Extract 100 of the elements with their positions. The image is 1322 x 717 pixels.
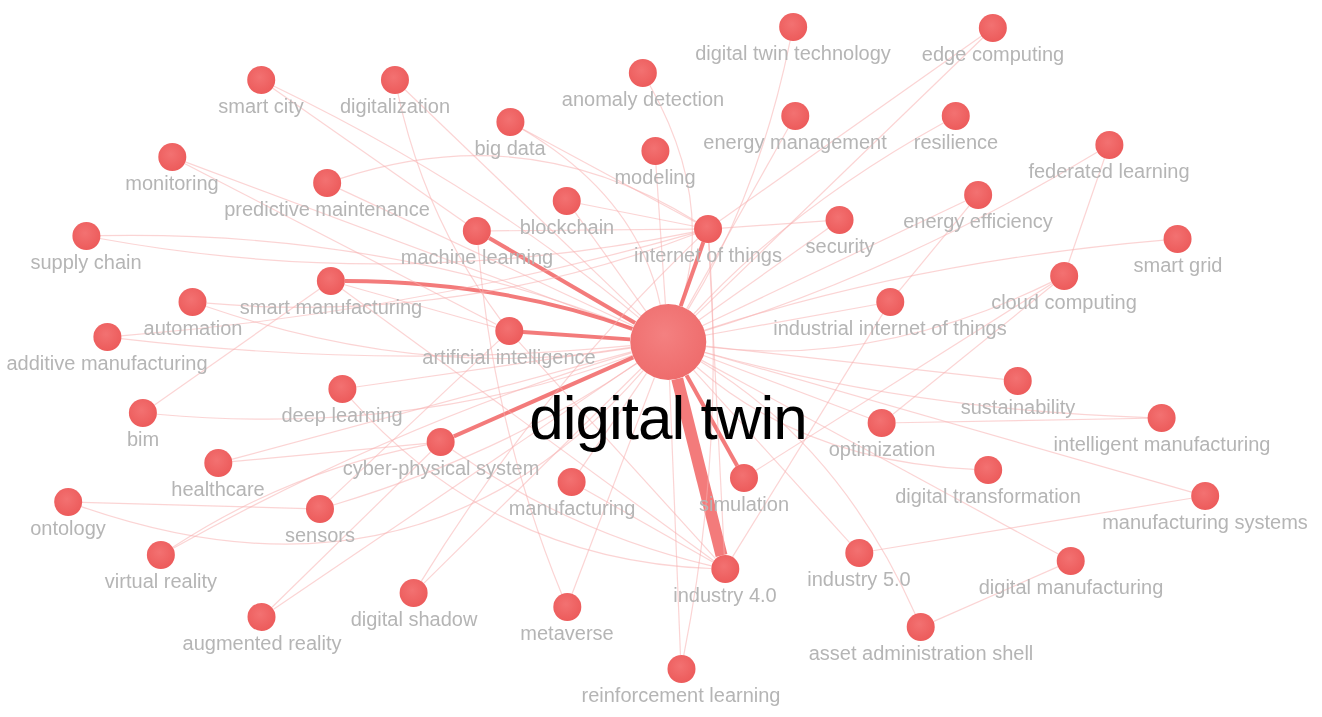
link-line: [153, 288, 321, 406]
keyword-label: ontology: [30, 517, 106, 539]
link-line: [718, 35, 983, 222]
link-line: [700, 360, 916, 615]
link-line: [420, 238, 699, 582]
link-line: [687, 40, 791, 311]
keyword-label: predictive maintenance: [224, 198, 430, 220]
keyword-node: [807, 539, 911, 590]
keyword-node: [350, 579, 478, 630]
keyword-node: [978, 547, 1164, 598]
keyword-node: [1102, 482, 1308, 533]
link-line: [329, 340, 500, 500]
keyword-label: deep learning: [281, 404, 403, 426]
keyword-label: monitoring: [125, 172, 219, 194]
keyword-label: resilience: [913, 131, 999, 153]
link-line: [580, 203, 695, 227]
keyword-label: digital manufacturing: [978, 576, 1164, 598]
keyword-label: digital transformation: [895, 485, 1081, 507]
link-line: [693, 122, 945, 315]
link-line: [339, 155, 697, 223]
link-line: [231, 442, 428, 463]
link-line: [230, 351, 632, 460]
keyword-node: [474, 108, 546, 159]
keyword-label: digital twin technology: [695, 42, 891, 64]
keyword-node: [805, 206, 875, 257]
link-line: [343, 284, 497, 328]
link-line: [683, 242, 714, 656]
keyword-node: [1133, 225, 1223, 276]
keyword-node: [281, 375, 403, 426]
keyword-label: blockchain: [519, 216, 615, 238]
link-line: [490, 228, 695, 232]
link-line: [206, 233, 696, 308]
link-line: [522, 329, 631, 342]
link-line: [451, 449, 712, 567]
link-line: [703, 151, 1098, 332]
keyword-label: digitalization: [339, 95, 451, 117]
keyword-node: [921, 14, 1065, 65]
keyword-label: manufacturing: [508, 497, 636, 519]
link-line: [678, 241, 706, 307]
link-line: [521, 128, 697, 223]
link-line: [692, 369, 851, 544]
keyword-node: [673, 555, 777, 606]
keyword-node: [614, 137, 696, 188]
keyword-label: industry 5.0: [807, 568, 911, 590]
keyword-label: smart manufacturing: [239, 296, 423, 318]
link-line: [453, 355, 635, 439]
keyword-label: smart grid: [1133, 254, 1223, 276]
link-line: [694, 37, 984, 317]
keyword-node: [960, 367, 1076, 418]
link-line: [80, 370, 644, 545]
link-line: [668, 379, 682, 656]
link-line: [704, 303, 877, 336]
link-line: [172, 352, 633, 549]
link-line: [517, 340, 717, 560]
keyword-label: optimization: [828, 438, 936, 460]
keyword-label: virtual reality: [104, 570, 218, 592]
link-line: [271, 87, 467, 224]
keyword-node: [239, 267, 423, 318]
link-line: [404, 89, 642, 317]
keyword-node: [828, 409, 936, 460]
keyword-label: digital shadow: [350, 608, 478, 630]
keyword-label: intelligent manufacturing: [1053, 433, 1271, 455]
link-line: [273, 362, 638, 610]
link-line: [686, 127, 789, 310]
link-line: [704, 351, 1149, 419]
link-line: [156, 354, 633, 420]
link-line: [933, 566, 1059, 622]
keyword-label: sensors: [285, 524, 355, 546]
link-line: [488, 236, 637, 325]
link-line: [341, 288, 715, 562]
link-line: [671, 377, 728, 557]
keyword-label: manufacturing systems: [1102, 511, 1308, 533]
link-line: [655, 164, 666, 305]
link-line: [892, 284, 1054, 415]
link-line: [344, 279, 633, 331]
keyword-label: supply chain: [30, 251, 142, 273]
keyword-node: [339, 66, 451, 117]
keyword-label: energy management: [703, 131, 887, 153]
keyword-label: sustainability: [960, 396, 1076, 418]
keyword-node: [903, 181, 1053, 232]
keyword-label: security: [805, 235, 875, 257]
link-line: [701, 200, 966, 327]
keyword-node: [104, 541, 218, 592]
link-line: [705, 281, 1053, 352]
link-line: [350, 398, 712, 570]
keyword-label: cyber-physical system: [342, 457, 540, 479]
keyword-node: [1028, 131, 1190, 182]
link-line: [731, 313, 884, 558]
link-line: [574, 211, 647, 312]
link-line: [696, 366, 975, 470]
keyword-node: [125, 143, 219, 194]
keyword-node: [581, 655, 781, 706]
link-line: [172, 444, 428, 548]
link-line: [895, 417, 1149, 424]
link-line: [1067, 157, 1106, 264]
link-line: [81, 501, 307, 510]
keyword-node: [695, 13, 891, 64]
link-line: [684, 374, 739, 467]
link-line: [702, 354, 870, 419]
link-line: [120, 338, 631, 357]
